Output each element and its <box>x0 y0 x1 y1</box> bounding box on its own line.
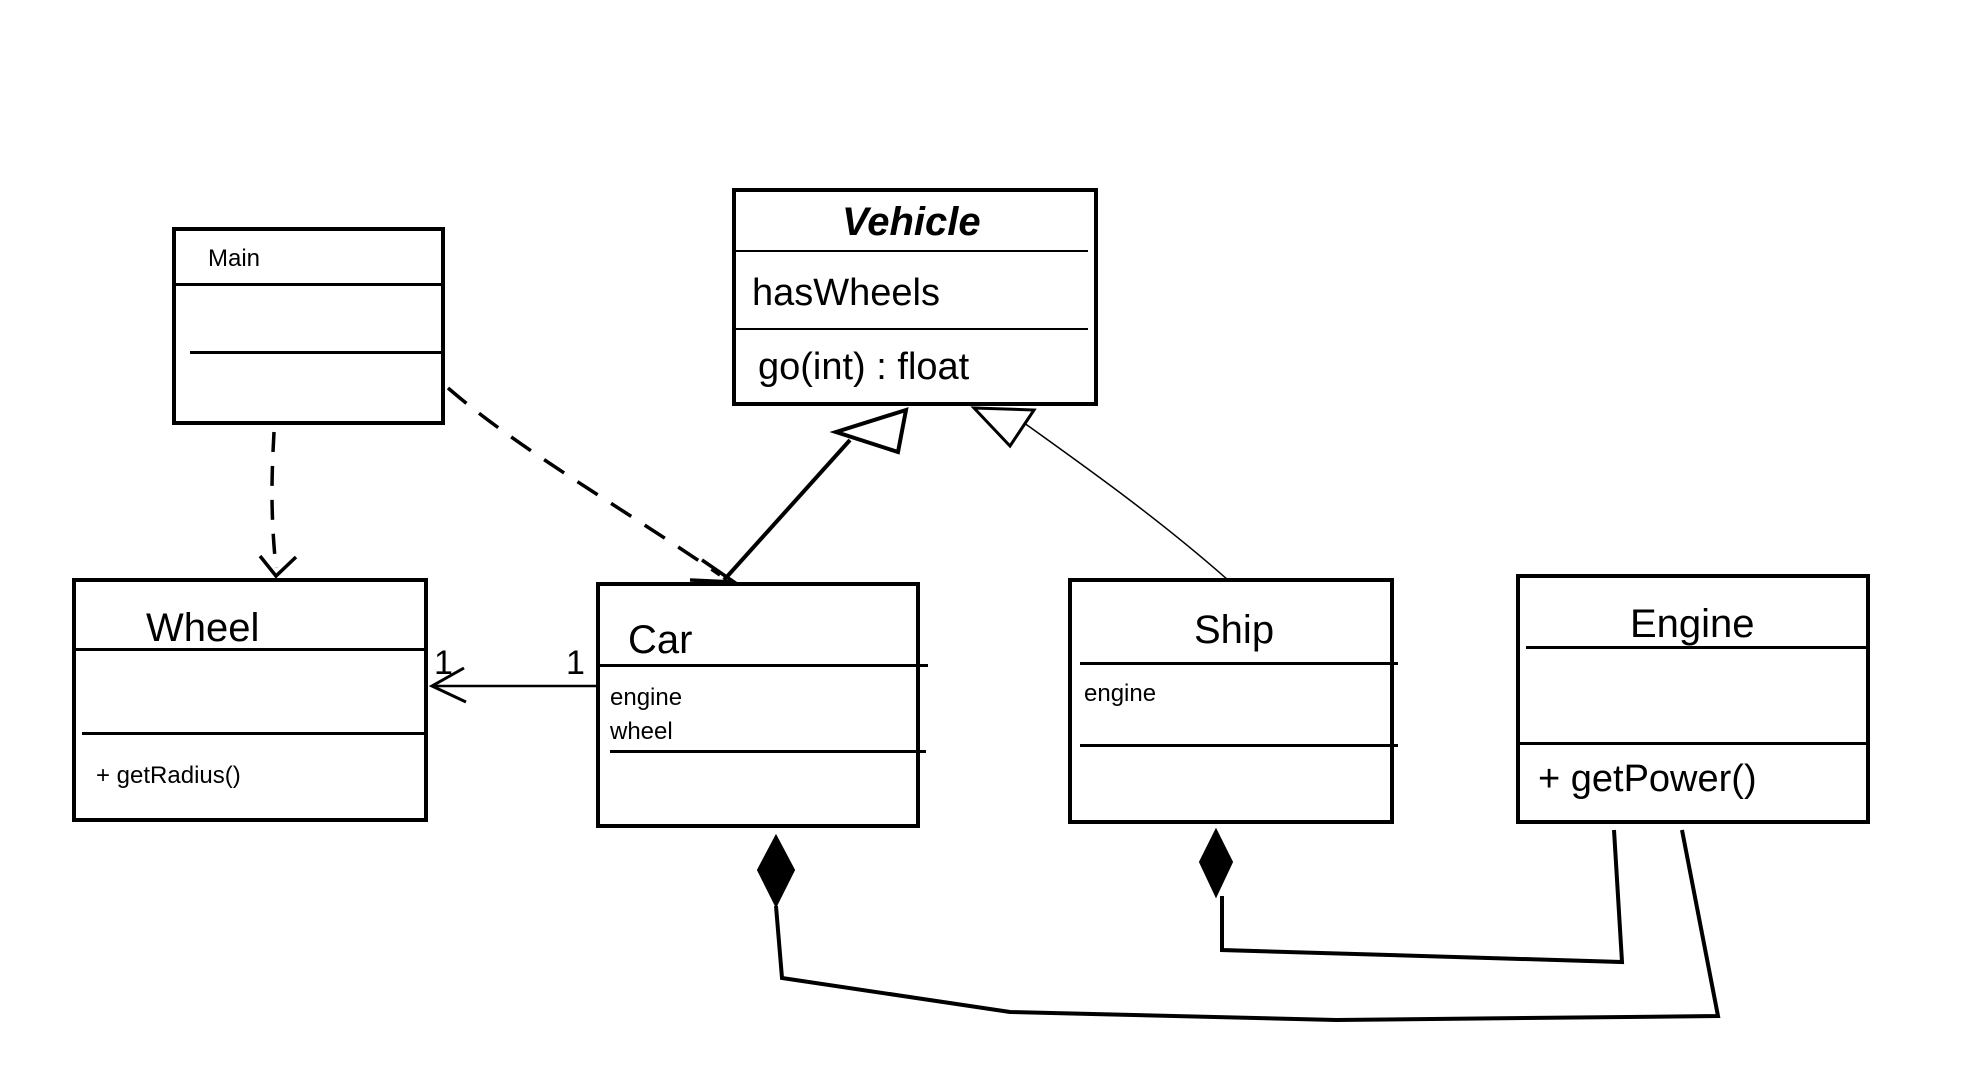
generalization-car-vehicle <box>722 438 852 582</box>
multiplicity-wheel-end: 1 <box>434 644 453 682</box>
class-ship-attribute-engine: engine <box>1084 680 1157 707</box>
class-car-attribute-wheel: wheel <box>610 718 673 745</box>
composition-ship-engine <box>1220 829 1625 965</box>
class-wheel[interactable]: Wheel + getRadius() <box>72 578 428 822</box>
class-engine-name: Engine <box>1630 602 1755 646</box>
multiplicity-car-end: 1 <box>566 644 585 682</box>
class-car-divider-2 <box>610 750 926 753</box>
class-wheel-method: + getRadius() <box>96 762 241 789</box>
class-wheel-name: Wheel <box>146 606 260 650</box>
class-main-name: Main <box>208 245 261 272</box>
class-engine[interactable]: Engine + getPower() <box>1516 574 1870 824</box>
class-main-divider-2 <box>190 351 443 354</box>
composition-diamond-car <box>756 833 796 909</box>
class-ship-name: Ship <box>1194 608 1275 652</box>
class-wheel-divider-2 <box>82 732 424 735</box>
class-vehicle[interactable]: Vehicle hasWheels go(int) : float <box>732 188 1098 406</box>
class-vehicle-divider-1 <box>736 250 1088 252</box>
class-car-attribute-engine: engine <box>610 684 683 711</box>
class-engine-divider-2 <box>1520 742 1868 745</box>
class-vehicle-name: Vehicle <box>842 200 981 244</box>
class-ship-divider-1 <box>1080 662 1398 665</box>
class-car-divider-1 <box>600 664 928 667</box>
class-vehicle-method: go(int) : float <box>758 346 970 388</box>
class-ship[interactable]: Ship engine <box>1068 578 1398 824</box>
generalization-ship-vehicle <box>1019 419 1229 581</box>
class-vehicle-attribute: hasWheels <box>752 272 940 314</box>
class-vehicle-divider-2 <box>736 328 1088 330</box>
dependency-main-wheel <box>270 431 278 569</box>
class-ship-divider-2 <box>1080 744 1398 747</box>
class-engine-method: + getPower() <box>1538 758 1757 800</box>
dependency-main-car <box>446 386 721 577</box>
association-arrowhead-wheel <box>428 666 467 704</box>
class-main[interactable]: Main <box>172 227 445 425</box>
class-car-name: Car <box>628 618 693 662</box>
composition-diamond-ship <box>1198 827 1234 899</box>
class-wheel-divider-1 <box>76 648 424 651</box>
class-engine-divider-1 <box>1526 646 1868 649</box>
generalization-triangle-ship <box>970 406 1037 449</box>
generalization-triangle-car <box>829 407 909 455</box>
composition-car-engine <box>774 829 1721 1023</box>
dependency-arrowhead-wheel <box>258 554 298 579</box>
class-car[interactable]: Car engine wheel <box>596 582 928 828</box>
class-main-divider-1 <box>176 283 443 286</box>
